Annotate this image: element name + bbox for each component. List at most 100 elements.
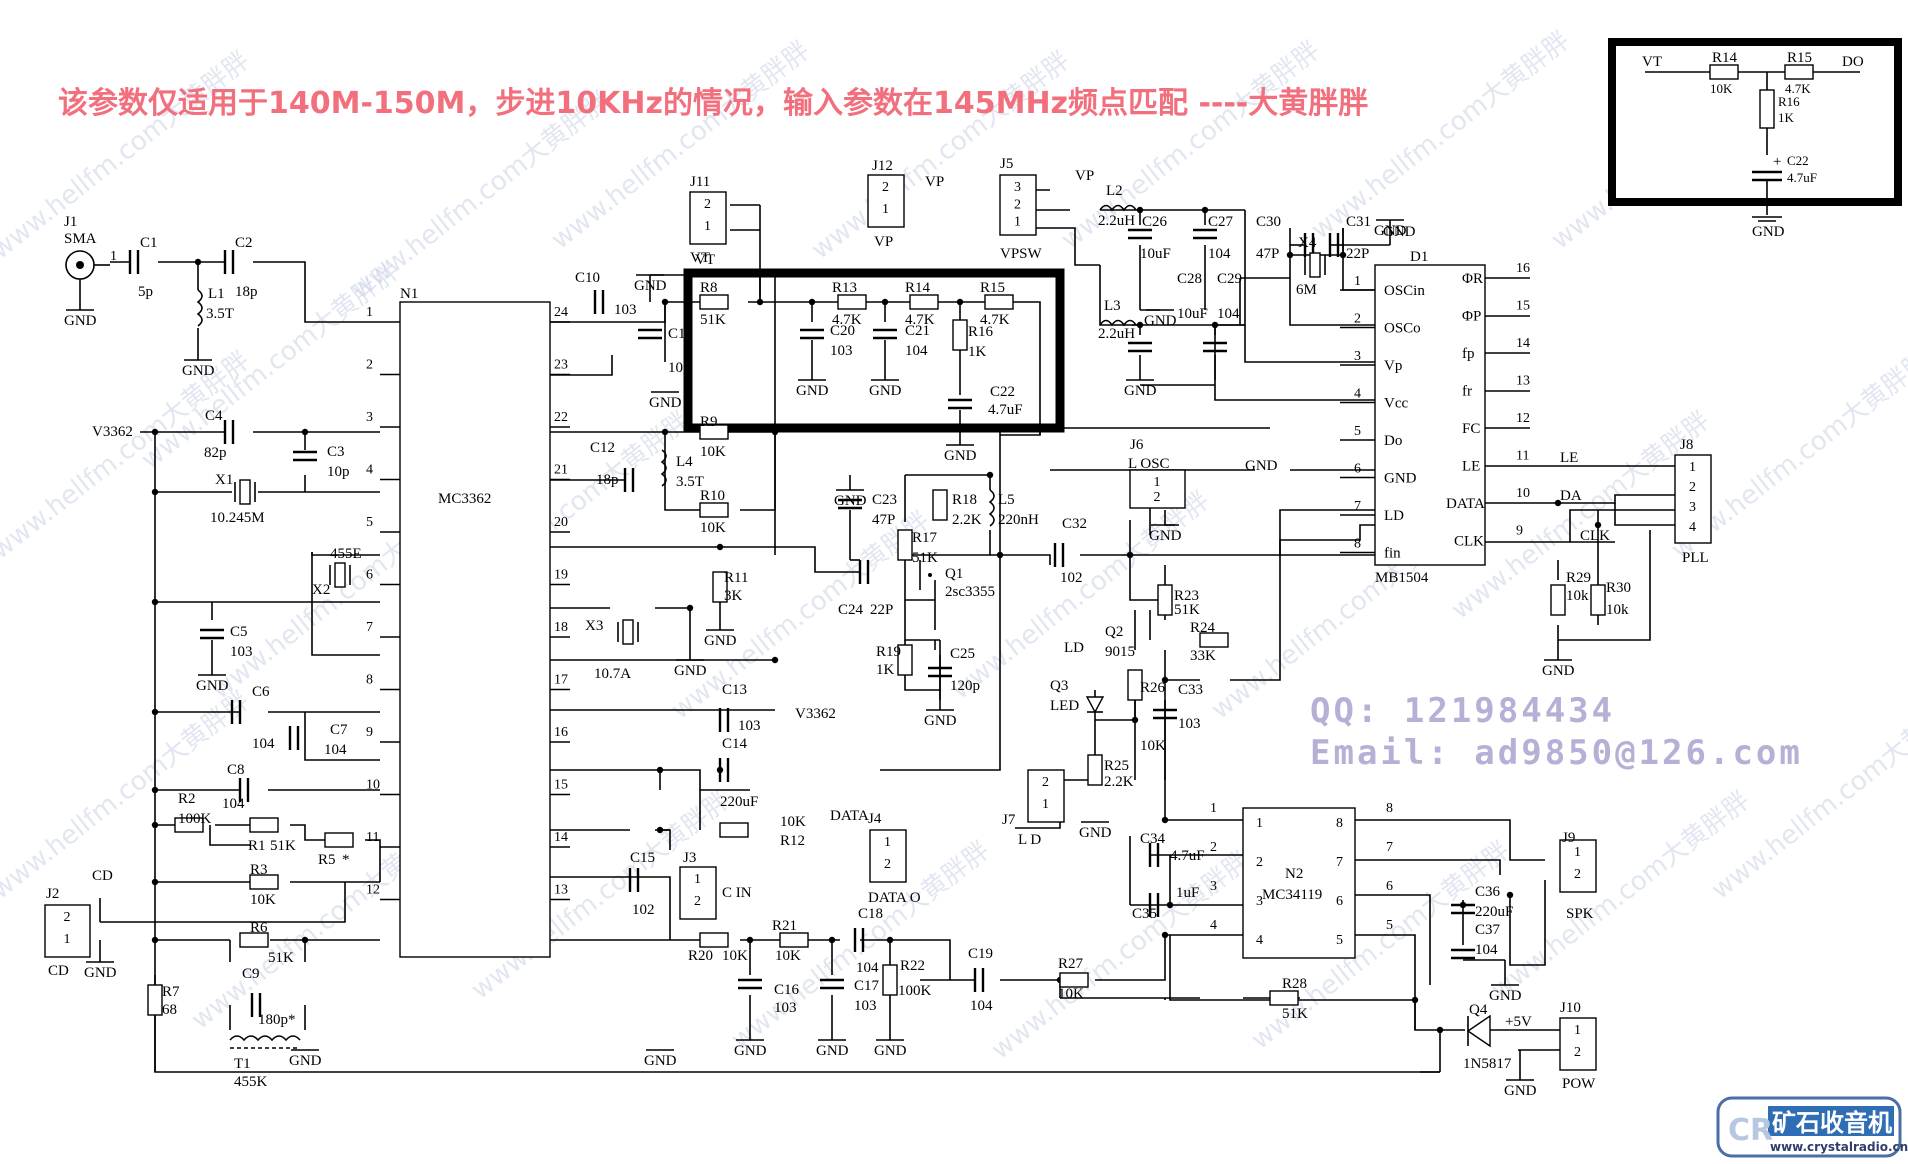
capacitor-value: 47P <box>1256 246 1279 262</box>
ground-symbol: GND <box>869 379 902 399</box>
inductor-l3: L32.2uH <box>1098 298 1137 342</box>
watermark-text: www.hellfm.com大黄胖胖 <box>0 46 256 266</box>
resistor-value: 10K <box>250 892 276 908</box>
junction-dot <box>1136 321 1144 329</box>
watermark-text: www.hellfm.com大黄胖胖 <box>0 686 256 906</box>
connector-pin-number: 2 <box>64 910 71 925</box>
chip-n2-ref: N2 <box>1285 866 1303 882</box>
junction-dot <box>746 936 754 944</box>
resistor-value: 51K <box>700 312 726 328</box>
capacitor-value: 47P <box>872 512 895 528</box>
chip-n1-pin-label: 3 <box>366 410 373 425</box>
connector-pin-number: 2 <box>1154 490 1161 505</box>
capacitor-ref: C19 <box>968 946 993 962</box>
resistor-ref: R2 <box>178 791 196 807</box>
net-label-cd: CD <box>92 868 113 884</box>
resistor-value: 10K <box>1058 986 1084 1002</box>
capacitor-ref: C30 <box>1256 214 1281 230</box>
junction-dot <box>1286 251 1294 259</box>
chip-d1-pin-number: 16 <box>1516 261 1530 276</box>
inset-r16: R16 <box>1778 94 1800 109</box>
capacitor-ref: C15 <box>630 850 655 866</box>
resistor-ref: R13 <box>832 280 857 296</box>
capacitor-value: 18p <box>235 284 258 300</box>
resistor-ref: R25 <box>1104 758 1129 774</box>
watermark-text: www.hellfm.com大黄胖胖 <box>726 836 996 1056</box>
resistor-value: 10K <box>700 444 726 460</box>
ground-symbol: GND <box>634 274 667 294</box>
capacitor-c12: C12 18p <box>590 440 635 492</box>
resistor-ref: R21 <box>772 918 797 934</box>
ground-label: GND <box>874 1043 907 1059</box>
inset-panel: VT R14 10K R15 4.7K DO R16 1K + C22 4.7u… <box>1608 38 1902 240</box>
connector-name: L OSC <box>1128 456 1170 472</box>
net-label-clk: CLK <box>1580 528 1610 544</box>
junction-dot <box>771 656 779 664</box>
resistor-ref: R22 <box>900 958 925 974</box>
resistor-value: 2.2K <box>1104 774 1134 790</box>
inductor-ref: L2 <box>1106 183 1123 199</box>
resistor-ref: R5 <box>318 852 336 868</box>
inductor-value: 2.2uH <box>1098 213 1135 229</box>
resistor-value: 3K <box>724 588 743 604</box>
capacitor-ref: C37 <box>1475 922 1501 938</box>
chip-n2-pin-label: 5 <box>1336 933 1343 948</box>
capacitor-value: 102 <box>632 902 655 918</box>
chip-d1-pin-number: 3 <box>1354 349 1361 364</box>
ground-symbol: GND <box>1079 821 1112 841</box>
net-label-data: DATA <box>830 808 869 824</box>
ground-symbol: GND <box>1149 524 1182 544</box>
ground-label: GND <box>182 363 215 379</box>
connector-ref: J4 <box>868 811 882 827</box>
ground-label: GND <box>1504 1083 1537 1099</box>
semiconductor-ref: Q1 <box>945 566 963 582</box>
capacitor-value: 18p <box>596 472 619 488</box>
ground-symbol: GND <box>1374 219 1407 239</box>
connector-ref: J9 <box>1562 830 1575 846</box>
junction-dot <box>151 786 159 794</box>
net-label-vt: VT <box>690 250 710 266</box>
ground-label: GND <box>84 965 117 981</box>
capacitor-ref: C5 <box>230 624 248 640</box>
highlight-contents <box>688 275 1041 445</box>
capacitor-ref: C12 <box>590 440 615 456</box>
ground-label: GND <box>834 493 867 509</box>
inductor-l4: L43.5T <box>660 449 704 490</box>
capacitor-value: 10uF <box>1177 306 1208 322</box>
connector-ref: J2 <box>46 886 59 902</box>
crystal-ref: X4 <box>1298 235 1317 251</box>
ground-label: GND <box>649 395 682 411</box>
connector-pin-number: 2 <box>704 197 711 212</box>
capacitor-ref: C21 <box>905 323 930 339</box>
transformer-value: 455K <box>234 1074 268 1090</box>
chip-d1-pin-number: 10 <box>1516 486 1530 501</box>
capacitor-value: 103 <box>738 718 761 734</box>
chip-n2-pin-label: 8 <box>1386 801 1393 816</box>
chip-n1-pin-label: 16 <box>554 725 568 740</box>
ground-label: GND <box>1124 383 1157 399</box>
capacitor-value: 4.7uF <box>988 402 1023 418</box>
capacitor-ref: C22 <box>990 384 1015 400</box>
semiconductor-value: 1N5817 <box>1463 1056 1512 1072</box>
